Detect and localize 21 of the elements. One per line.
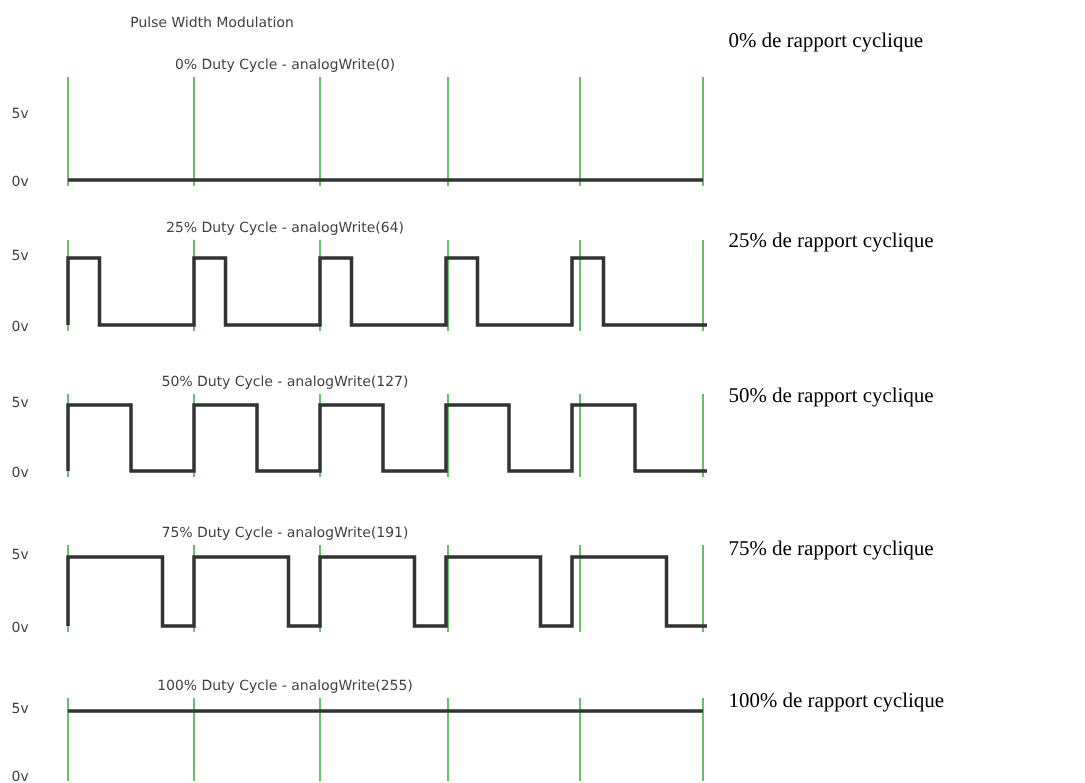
axis-label: 5v: [12, 107, 29, 119]
axis-label: 0v: [12, 466, 29, 478]
caption-text: 50% de rapport cyclique: [729, 387, 933, 407]
chart-title: Pulse Width Modulation: [131, 16, 293, 28]
axis-label: 5v: [12, 702, 29, 714]
axis-label: 5v: [12, 396, 29, 408]
caption-text: 25% de rapport cyclique: [729, 232, 933, 252]
axis-label: 0v: [12, 621, 29, 633]
panel-title: 75% Duty Cycle - analogWrite(191): [162, 526, 408, 540]
axis-label: 5v: [12, 249, 29, 261]
caption-text: 0% de rapport cyclique: [729, 32, 923, 52]
panel-title: 0% Duty Cycle - analogWrite(0): [175, 58, 394, 72]
panel-title: 100% Duty Cycle - analogWrite(255): [158, 679, 412, 693]
axis-label: 0v: [12, 175, 29, 187]
axis-label: 0v: [12, 770, 29, 782]
axis-label: 0v: [12, 320, 29, 332]
panel-title: 25% Duty Cycle - analogWrite(64): [167, 221, 403, 235]
axis-label: 5v: [12, 548, 29, 560]
caption-text: 100% de rapport cyclique: [730, 692, 944, 712]
panel-title: 50% Duty Cycle - analogWrite(127): [162, 375, 408, 389]
caption-text: 75% de rapport cyclique: [729, 540, 933, 560]
